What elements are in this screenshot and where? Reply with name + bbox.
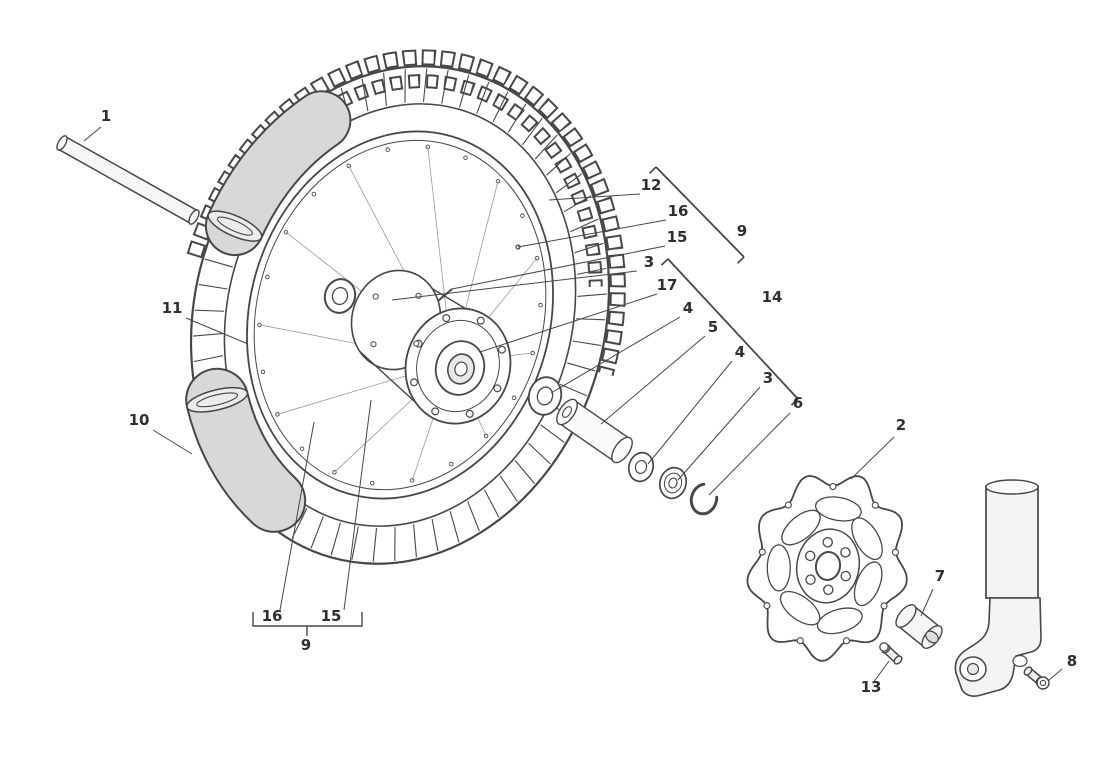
outer-washer xyxy=(627,451,655,483)
axle-spacer-sleeve xyxy=(556,398,633,464)
part-label-5: 5 xyxy=(708,318,718,336)
part-label-17: 17 xyxy=(657,276,678,294)
part-label-3-top: 3 xyxy=(644,253,654,271)
part-label-11: 11 xyxy=(162,299,183,317)
part-label-6: 6 xyxy=(793,394,803,412)
wheel-spacer xyxy=(895,603,943,650)
part-label-15-bottom: 15 xyxy=(321,607,342,625)
part-label-1: 1 xyxy=(101,107,111,125)
front-axle-rod xyxy=(56,135,331,292)
part-label-10: 10 xyxy=(129,411,150,429)
part-label-15-top: 15 xyxy=(667,228,688,246)
part-label-3-b: 3 xyxy=(763,369,773,387)
part-label-13: 13 xyxy=(861,678,882,696)
brake-disc xyxy=(746,475,908,662)
tire-segment-upper xyxy=(204,90,352,257)
fork-leg xyxy=(954,479,1042,697)
part-label-7: 7 xyxy=(935,567,945,585)
axle-pinch-bolt xyxy=(1023,666,1050,690)
part-label-8: 8 xyxy=(1067,652,1077,670)
disc-bolt xyxy=(879,642,903,665)
part-label-4-a: 4 xyxy=(683,299,693,317)
spokes xyxy=(257,144,543,486)
leader-lines xyxy=(83,126,1063,684)
circlip xyxy=(689,482,719,516)
part-label-14: 14 xyxy=(762,288,783,306)
part-label-4-b: 4 xyxy=(735,343,745,361)
part-label-2: 2 xyxy=(896,416,906,434)
hub xyxy=(350,269,512,425)
tire-segment-lower xyxy=(185,367,307,533)
part-label-9-right: 9 xyxy=(737,222,747,240)
part-labels: 1 11 10 12 16 15 3 17 9 14 4 5 4 3 6 2 7… xyxy=(101,107,1077,696)
hub-bearing xyxy=(323,278,357,314)
inner-washer xyxy=(527,376,563,416)
part-label-16-bottom: 16 xyxy=(262,607,283,625)
part-label-16-top: 16 xyxy=(668,202,689,220)
wheel-bearing xyxy=(658,466,688,500)
part-label-12: 12 xyxy=(641,176,662,194)
part-label-9-bottom: 9 xyxy=(301,636,311,654)
